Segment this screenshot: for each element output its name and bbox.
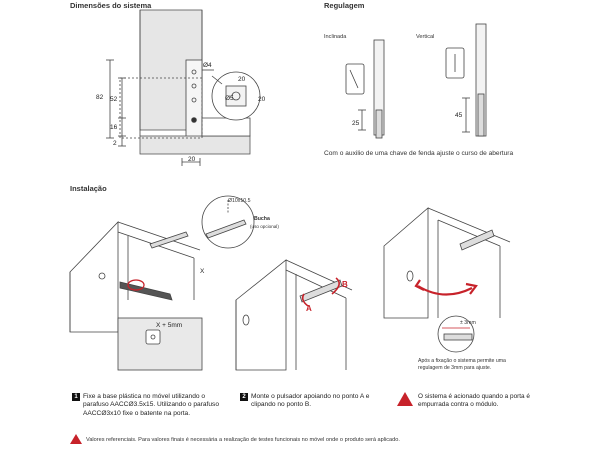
label-x-plus-5mm: X + 5mm [156, 322, 183, 329]
install-drawing-2 [235, 259, 353, 371]
dim-phi4: Ø4 [203, 62, 212, 69]
label-x: X [200, 268, 205, 275]
label-bucha-opt: (uso opcional) [250, 224, 279, 229]
regulagem-drawing [345, 23, 487, 139]
footer-note: Valores referenciais. Para valores finai… [86, 437, 400, 443]
label-bucha: Bucha [254, 216, 270, 222]
dim-20-top: 20 [238, 76, 246, 83]
adjust-note: Após a fixação o sistema permite uma reg… [418, 358, 506, 371]
dim-25: 25 [352, 120, 360, 127]
label-bore: Ø10x10.5 [228, 198, 251, 204]
section-title-instalacao: Instalação [70, 184, 107, 193]
dim-52: 52 [110, 96, 118, 103]
install-drawing-1 [69, 195, 255, 371]
dim-16: 16 [110, 124, 118, 131]
step-1-text: Fixe a base plástica no móvel utilizando… [83, 393, 220, 417]
section-title-regulagem: Regulagem [324, 1, 365, 10]
dim-phi5: Ø5 [225, 95, 234, 102]
dim-2: 2 [113, 140, 117, 147]
install-drawing-3 [383, 207, 511, 353]
section-title-dimensoes: Dimensões do sistema [70, 1, 152, 10]
label-point-a: A [306, 304, 312, 313]
regulagem-caption: Com o auxilio de uma chave de fenda ajus… [324, 150, 514, 157]
dim-82: 82 [96, 94, 104, 101]
label-plus-minus-3mm: ± 3mm [460, 320, 476, 326]
dimension-drawing [106, 9, 261, 166]
warning-text: O sistema é acionado quando a porta é em… [418, 393, 530, 408]
dim-20-bottom: 20 [188, 156, 196, 163]
step-2-number: 2 [240, 393, 248, 401]
step-1-number: 1 [72, 393, 80, 401]
label-inclinada: Inclinada [324, 34, 347, 40]
dim-45: 45 [455, 112, 463, 119]
label-vertical: Vertical [416, 34, 435, 40]
dim-20-side: 20 [258, 96, 266, 103]
warning-icon [70, 392, 413, 444]
step-2-text: Monte o pulsador apoiando no ponto A e c… [251, 393, 370, 409]
label-point-b: B [342, 280, 348, 289]
